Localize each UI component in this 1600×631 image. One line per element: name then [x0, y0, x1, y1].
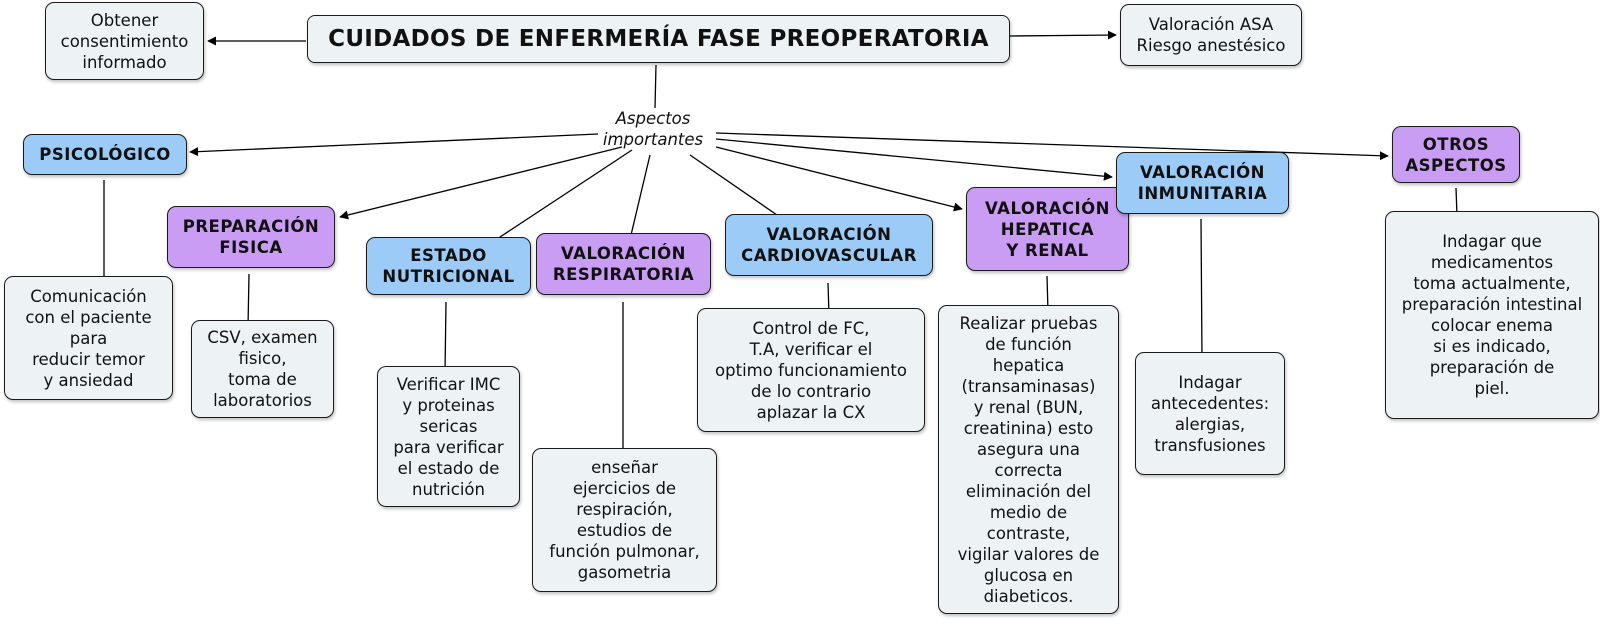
asa-box: Valoración ASA Riesgo anestésico: [1120, 4, 1302, 66]
connector-link-hepatica: [715, 146, 963, 212]
category-otros-aspectos: OTROS ASPECTOS: [1392, 126, 1520, 183]
connector-link-cardiovascular: [689, 154, 778, 216]
category-valoracion-cardiovascular: VALORACIÓN CARDIOVASCULAR: [725, 214, 933, 276]
detail-preparacion-text: CSV, examen fisico, toma de laboratorios: [207, 328, 318, 410]
category-valoracion-inmunitaria: VALORACIÓN INMUNITARIA: [1116, 152, 1289, 214]
asa-text: Valoración ASA Riesgo anestésico: [1136, 15, 1286, 55]
connector-inmunitaria-detail: [1200, 218, 1203, 360]
detail-inmunitaria-text: Indagar antecedentes: alergias, transfus…: [1150, 372, 1270, 455]
main-title-text: CUIDADOS DE ENFERMERÍA FASE PREOPERATORI…: [328, 26, 989, 52]
detail-valoracion-respiratoria: enseñar ejercicios de respiración, estud…: [532, 448, 717, 592]
category-respiratoria-label: VALORACIÓN RESPIRATORIA: [552, 244, 695, 284]
category-valoracion-respiratoria: VALORACIÓN RESPIRATORIA: [536, 233, 711, 295]
detail-valoracion-hepatica-renal: Realizar pruebas de función hepatica (tr…: [938, 305, 1119, 614]
main-title: CUIDADOS DE ENFERMERÍA FASE PREOPERATORI…: [307, 15, 1010, 63]
consent-box: Obtener consentimiento informado: [45, 2, 204, 80]
detail-estado-nutricional: Verificar IMC y proteinas sericas para v…: [377, 366, 520, 507]
category-nutricional-label: ESTADO NUTRICIONAL: [382, 246, 515, 286]
category-preparacion-fisica: PREPARACIÓN FISICA: [167, 206, 335, 268]
link-label: Aspectos importantes: [602, 109, 704, 149]
connector-link-preparacion: [339, 146, 623, 220]
detail-psicologico: Comunicación con el paciente para reduci…: [4, 276, 173, 400]
category-preparacion-label: PREPARACIÓN FISICA: [182, 217, 320, 257]
connector-title-link: [654, 64, 657, 109]
category-otros-label: OTROS ASPECTOS: [1405, 134, 1507, 175]
detail-psicologico-text: Comunicación con el paciente para reduci…: [25, 286, 152, 390]
connector-link-otros: [715, 132, 1389, 161]
connector-link-nutricional: [496, 149, 633, 240]
category-valoracion-hepatica-renal: VALORACIÓN HEPATICA Y RENAL: [966, 187, 1129, 271]
connector-nutricional-detail: [444, 301, 447, 374]
detail-cardiovascular-text: Control de FC, T.A, verificar el optimo …: [715, 318, 907, 422]
connector-title-asa: [1009, 30, 1117, 40]
connector-link-respiratoria: [630, 154, 651, 236]
detail-valoracion-inmunitaria: Indagar antecedentes: alergias, transfus…: [1135, 352, 1285, 475]
consent-text: Obtener consentimiento informado: [60, 10, 189, 72]
detail-preparacion-fisica: CSV, examen fisico, toma de laboratorios: [191, 320, 334, 418]
detail-otros-text: Indagar que medicamentos toma actualment…: [1401, 232, 1583, 398]
detail-respiratoria-text: enseñar ejercicios de respiración, estud…: [549, 458, 700, 582]
connector-link-psicologico: [189, 133, 599, 157]
connector-link-inmunitaria: [715, 138, 1113, 181]
category-psicologico: PSICOLÓGICO: [23, 134, 187, 175]
detail-otros-aspectos: Indagar que medicamentos toma actualment…: [1385, 211, 1599, 419]
category-psicologico-label: PSICOLÓGICO: [39, 145, 171, 164]
detail-valoracion-cardiovascular: Control de FC, T.A, verificar el optimo …: [697, 308, 925, 432]
detail-hepatica-text: Realizar pruebas de función hepatica (tr…: [957, 313, 1100, 606]
category-estado-nutricional: ESTADO NUTRICIONAL: [366, 237, 531, 295]
connector-preparacion-detail: [247, 273, 250, 328]
category-cardiovascular-label: VALORACIÓN CARDIOVASCULAR: [741, 225, 917, 265]
category-inmunitaria-label: VALORACIÓN INMUNITARIA: [1137, 163, 1268, 203]
category-hepatica-label: VALORACIÓN HEPATICA Y RENAL: [985, 198, 1110, 260]
detail-nutricional-text: Verificar IMC y proteinas sericas para v…: [393, 374, 504, 499]
